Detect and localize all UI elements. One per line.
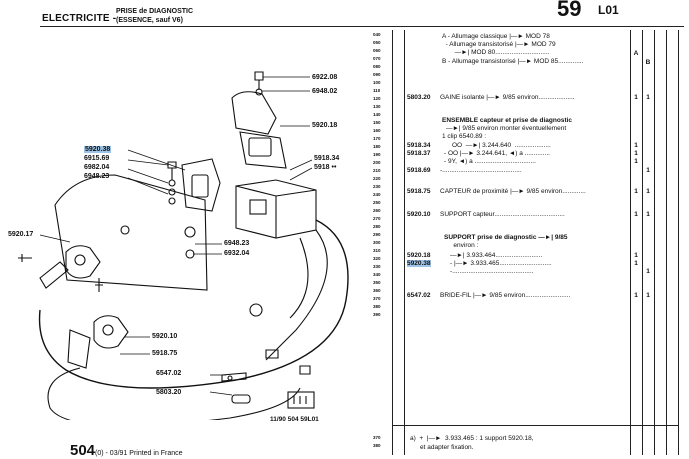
qty-a: 1	[634, 260, 638, 267]
page-footer: 504(0) - 03/91 Printed in France	[70, 442, 183, 459]
part-ref: 5920.38	[407, 260, 431, 267]
page-number: 59	[557, 0, 582, 21]
footer-page: 504	[70, 442, 96, 459]
qty-a: 1	[634, 188, 638, 195]
part-description: -.......................................…	[450, 268, 534, 275]
ref-5803-20: 5803.20	[156, 389, 182, 396]
bracket-icon	[231, 91, 277, 135]
bolt-icon	[254, 71, 264, 90]
sensor-icon	[65, 245, 101, 279]
part-description: BRIDE-FIL |—► 9/85 environ..............…	[440, 292, 571, 299]
sleeve-icon	[231, 394, 251, 404]
ref-col-divider	[404, 30, 405, 455]
qty-a: 1	[634, 252, 638, 259]
part-description: environ :	[448, 242, 479, 249]
ref-6915-69: 6915.69	[84, 155, 110, 162]
part-ref: 5920.18	[407, 252, 431, 259]
right-border	[678, 30, 679, 455]
qty-b: 1	[646, 94, 650, 101]
footnote-line-1: a) + |—► 3.933.465 : 1 support 5920.18,	[410, 435, 534, 442]
part-description: GAINE isolante |—► 9/85 environ.........…	[440, 94, 575, 101]
lower-sensor-icon	[93, 315, 129, 349]
ref-6932-04: 6932.04	[224, 250, 250, 257]
qty-b-divider	[642, 30, 643, 455]
title-line-1: PRISE de DIAGNOSTIC	[116, 8, 194, 15]
variant-b: B - Allumage transistorisé |—► MOD 85...…	[442, 58, 584, 65]
ref-6948-23-b: 6948.23	[224, 240, 250, 247]
col-c-divider	[654, 30, 655, 455]
sensor-cable-icon	[47, 367, 301, 420]
ref-5918: 5918 ••	[314, 164, 337, 171]
ref-6982-04: 6982.04	[84, 164, 110, 171]
variant-a3: —►| MOD 80..............................	[442, 49, 550, 56]
part-description: -.......................................…	[440, 167, 522, 174]
part-ref: 5918.34	[407, 142, 431, 149]
qty-a: 1	[634, 211, 638, 218]
footer-print-info: (0) - 03/91 Printed in France	[95, 450, 183, 457]
part-description: ENSEMBLE capteur et prise de diagnostic	[442, 117, 573, 124]
part-ref: 5803.20	[407, 94, 431, 101]
part-description: 1 clip 6540.89 :	[442, 133, 487, 140]
ref-5918-34: 5918.34	[314, 155, 340, 162]
footnote-line-2: et adapter fixation.	[420, 444, 474, 451]
part-description: SUPPORT prise de diagnostic —►| 9/85	[444, 234, 568, 241]
ref-5920-17: 5920.17	[8, 231, 34, 238]
variant-a2: - Allumage transistorisé |—► MOD 79	[442, 41, 556, 48]
part-description: - 9Y, ◄) a .............................…	[444, 158, 536, 165]
ruler-divider	[392, 30, 393, 455]
qty-b: 1	[646, 268, 650, 275]
qty-a: 1	[634, 292, 638, 299]
plug-icon	[287, 391, 315, 409]
qty-b: 1	[646, 167, 650, 174]
ref-5918-75: 5918.75	[152, 350, 178, 357]
qty-b: 1	[646, 211, 650, 218]
exploded-parts-drawing	[18, 71, 349, 420]
page-title: PRISE de DIAGNOSTIC (ESSENCE, sauf V6)	[116, 7, 193, 25]
col-d-divider	[666, 30, 667, 455]
part-ref: 5918.69	[407, 167, 431, 174]
qty-a: 1	[634, 94, 638, 101]
header-rule	[40, 26, 684, 27]
mounting-plate-icon	[54, 174, 208, 291]
drawing-code: 11/90 504 59L01	[270, 416, 319, 423]
small-bracket-icon	[181, 158, 221, 212]
part-description: —►| 9/85 environ monter éventuellement	[446, 125, 567, 132]
part-ref: 6547.02	[407, 292, 431, 299]
qty-a: 1	[634, 142, 638, 149]
harness-cable-icon	[38, 219, 349, 389]
col-header-a: A	[633, 50, 639, 57]
part-description: OO —►| 3.244.640 ....................	[452, 142, 551, 149]
ref-5920-18: 5920.18	[312, 122, 338, 129]
qty-a: 1	[634, 150, 638, 157]
title-line-2: (ESSENCE, sauf V6)	[116, 17, 183, 24]
ref-6948-23-a: 6948.23	[84, 173, 110, 180]
variant-a: A - Allumage classique |—► MOD 78	[442, 33, 550, 40]
part-ref: 5920.10	[407, 211, 431, 218]
part-ref: 5918.75	[407, 188, 431, 195]
ref-6547-02: 6547.02	[156, 370, 182, 377]
qty-b: 1	[646, 292, 650, 299]
part-description: - |—► 3.933.465.........................…	[450, 260, 552, 267]
ref-6922-08: 6922.08	[312, 74, 338, 81]
section-title: ELECTRICITE -	[42, 13, 117, 24]
ref-6948-02: 6948.02	[312, 88, 338, 95]
part-description: - OO |—► 3.244.641, ◄) a ..............	[444, 150, 550, 157]
qty-a-divider	[630, 30, 631, 455]
page-code: L01	[598, 3, 619, 17]
ref-5920-10: 5920.10	[152, 333, 178, 340]
part-description: SUPPORT capteur.........................…	[440, 211, 565, 218]
qty-b: 1	[646, 188, 650, 195]
footnote-rule	[392, 425, 679, 426]
ref-5920-38: 5920.38	[84, 146, 112, 153]
part-description: CAPTEUR de proximité |—► 9/85 environ...…	[440, 188, 586, 195]
col-header-b: B	[645, 59, 651, 66]
part-ref: 5918.37	[407, 150, 431, 157]
part-description: —►| 3.933.464..........................	[450, 252, 543, 259]
qty-a: 1	[634, 158, 638, 165]
